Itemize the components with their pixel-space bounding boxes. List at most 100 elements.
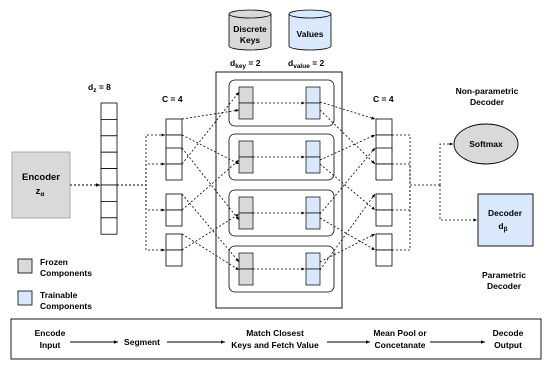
- value-cell-top-3: [305, 196, 321, 214]
- latent-cell: [100, 217, 118, 235]
- key-cell-top-4: [238, 252, 254, 270]
- left-segment-bottom-2: [165, 163, 183, 181]
- key-cell-bottom-3: [238, 212, 254, 230]
- left-segment-bottom-4: [165, 249, 183, 267]
- value-cell-bottom-1: [305, 102, 321, 120]
- dvalue-label: dvalue = 2: [288, 58, 325, 70]
- pipeline-step-decode-2: Output: [494, 340, 522, 350]
- value-cell-bottom-3: [305, 212, 321, 230]
- legend-frozen-swatch: [17, 258, 33, 274]
- to-softmax-arrow: [439, 142, 453, 185]
- encoder-box: [11, 151, 71, 219]
- key-cell-top-2: [238, 140, 254, 158]
- segment-to-key-link-8: [181, 213, 240, 251]
- legend-frozen-label-2: Components: [40, 268, 92, 278]
- latent-to-segment-arrow-4: [117, 184, 165, 252]
- matching-connections: [181, 91, 376, 271]
- discrete-keys-label-1: Discrete: [233, 24, 267, 34]
- pipeline-step-encode-1: Encode: [35, 328, 66, 338]
- segment-to-key-link-3: [181, 147, 240, 221]
- legend-trainable-swatch: [17, 290, 33, 306]
- value-cell-bottom-4: [305, 268, 321, 286]
- legend: Frozen Components Trainable Components: [17, 257, 92, 311]
- pipeline-step-encode-2: Input: [40, 340, 61, 350]
- segment-to-key-link-4: [181, 91, 240, 165]
- left-segment-top-2: [165, 147, 183, 165]
- values-label: Values: [297, 29, 324, 39]
- latent-cell: [100, 151, 118, 169]
- latent-cell: [100, 200, 118, 219]
- dkey-label: dkey = 2: [230, 58, 261, 70]
- pipeline-step-pool-1: Mean Pool or: [373, 328, 427, 338]
- database-values: Values: [288, 9, 332, 51]
- segments-right-label: C = 4: [373, 94, 394, 104]
- segments-right: [375, 118, 393, 267]
- legend-trainable-label-1: Trainable: [40, 290, 78, 300]
- left-segment-bottom-3: [165, 209, 183, 227]
- key-cell-top-1: [238, 86, 254, 104]
- encoder-label: Encoder: [22, 172, 60, 183]
- value-to-segment-link-4: [319, 109, 376, 165]
- value-cell-top-4: [305, 252, 321, 270]
- database-discrete-keys: Discrete Keys: [228, 9, 272, 51]
- segment-to-key-link-6: [181, 159, 240, 211]
- legend-frozen-label-1: Frozen: [40, 257, 68, 267]
- latent-to-segment-arrow-1: [117, 133, 165, 186]
- param-label-2: Decoder: [487, 281, 522, 291]
- value-cell-bottom-2: [305, 156, 321, 174]
- key-cell-bottom-1: [238, 102, 254, 120]
- legend-trainable-label-2: Components: [40, 301, 92, 311]
- left-segment-top-4: [165, 233, 183, 251]
- segments-left: [165, 118, 183, 267]
- latent-to-segment-arrow-3: [117, 184, 165, 212]
- segment-merge-line-2: [392, 163, 411, 185]
- key-cell-bottom-2: [238, 156, 254, 174]
- segment-to-key-link-1: [181, 108, 240, 120]
- left-segment-top-3: [165, 193, 183, 211]
- right-segment-top-4: [375, 233, 393, 251]
- value-cell-top-1: [305, 86, 321, 104]
- softmax-node: [453, 123, 519, 165]
- value-to-segment-link-1: [319, 101, 376, 120]
- value-cell-top-2: [305, 140, 321, 158]
- segment-to-key-link-2: [181, 134, 240, 165]
- key-cell-top-3: [238, 196, 254, 214]
- segments-left-label: C = 4: [162, 94, 183, 104]
- right-segment-bottom-4: [375, 249, 393, 267]
- decoder-box: [477, 193, 534, 247]
- right-segment-top-3: [375, 193, 393, 211]
- param-label-1: Parametric: [482, 270, 526, 280]
- key-cell-bottom-4: [238, 268, 254, 286]
- pipeline-step-pool-2: Concetanate: [374, 340, 425, 350]
- decoder-branch: [392, 134, 477, 251]
- latent-to-segment-arrow-2: [117, 162, 165, 186]
- discrete-keys-label-2: Keys: [240, 35, 261, 45]
- segment-merge-line-1: [392, 134, 411, 185]
- latent-cell: [100, 119, 118, 137]
- latent-vector: [100, 102, 165, 252]
- pipeline-step-match-2: Keys and Fetch Value: [231, 340, 319, 350]
- nonparam-label-2: Decoder: [470, 97, 505, 107]
- pipeline-step-match-1: Match Closest: [246, 328, 304, 338]
- latent-cell: [100, 102, 118, 120]
- softmax-label: Softmax: [469, 139, 503, 149]
- right-segment-bottom-3: [375, 209, 393, 227]
- pipeline-frame: [10, 318, 542, 360]
- latent-cell: [100, 135, 118, 153]
- nonparam-label-1: Non-parametric: [456, 86, 519, 96]
- key-value-pairs: [228, 79, 335, 293]
- pipeline-step-decode-1: Decode: [493, 328, 524, 338]
- segment-to-key-link-5: [181, 193, 240, 263]
- segment-to-key-link-7: [181, 233, 240, 271]
- right-segment-top-1: [375, 118, 393, 136]
- pipeline-step-segment: Segment: [124, 337, 160, 347]
- to-decoder-arrow: [439, 185, 477, 222]
- latent-cell: [100, 184, 118, 202]
- right-segment-top-2: [375, 147, 393, 165]
- dz-label: dz = 8: [88, 82, 111, 94]
- segment-merge-line-3: [392, 185, 411, 211]
- segment-merge-line-4: [392, 185, 411, 251]
- decoder-symbol: dβ: [498, 221, 507, 233]
- latent-cell: [100, 168, 118, 186]
- decoder-label: Decoder: [488, 208, 523, 218]
